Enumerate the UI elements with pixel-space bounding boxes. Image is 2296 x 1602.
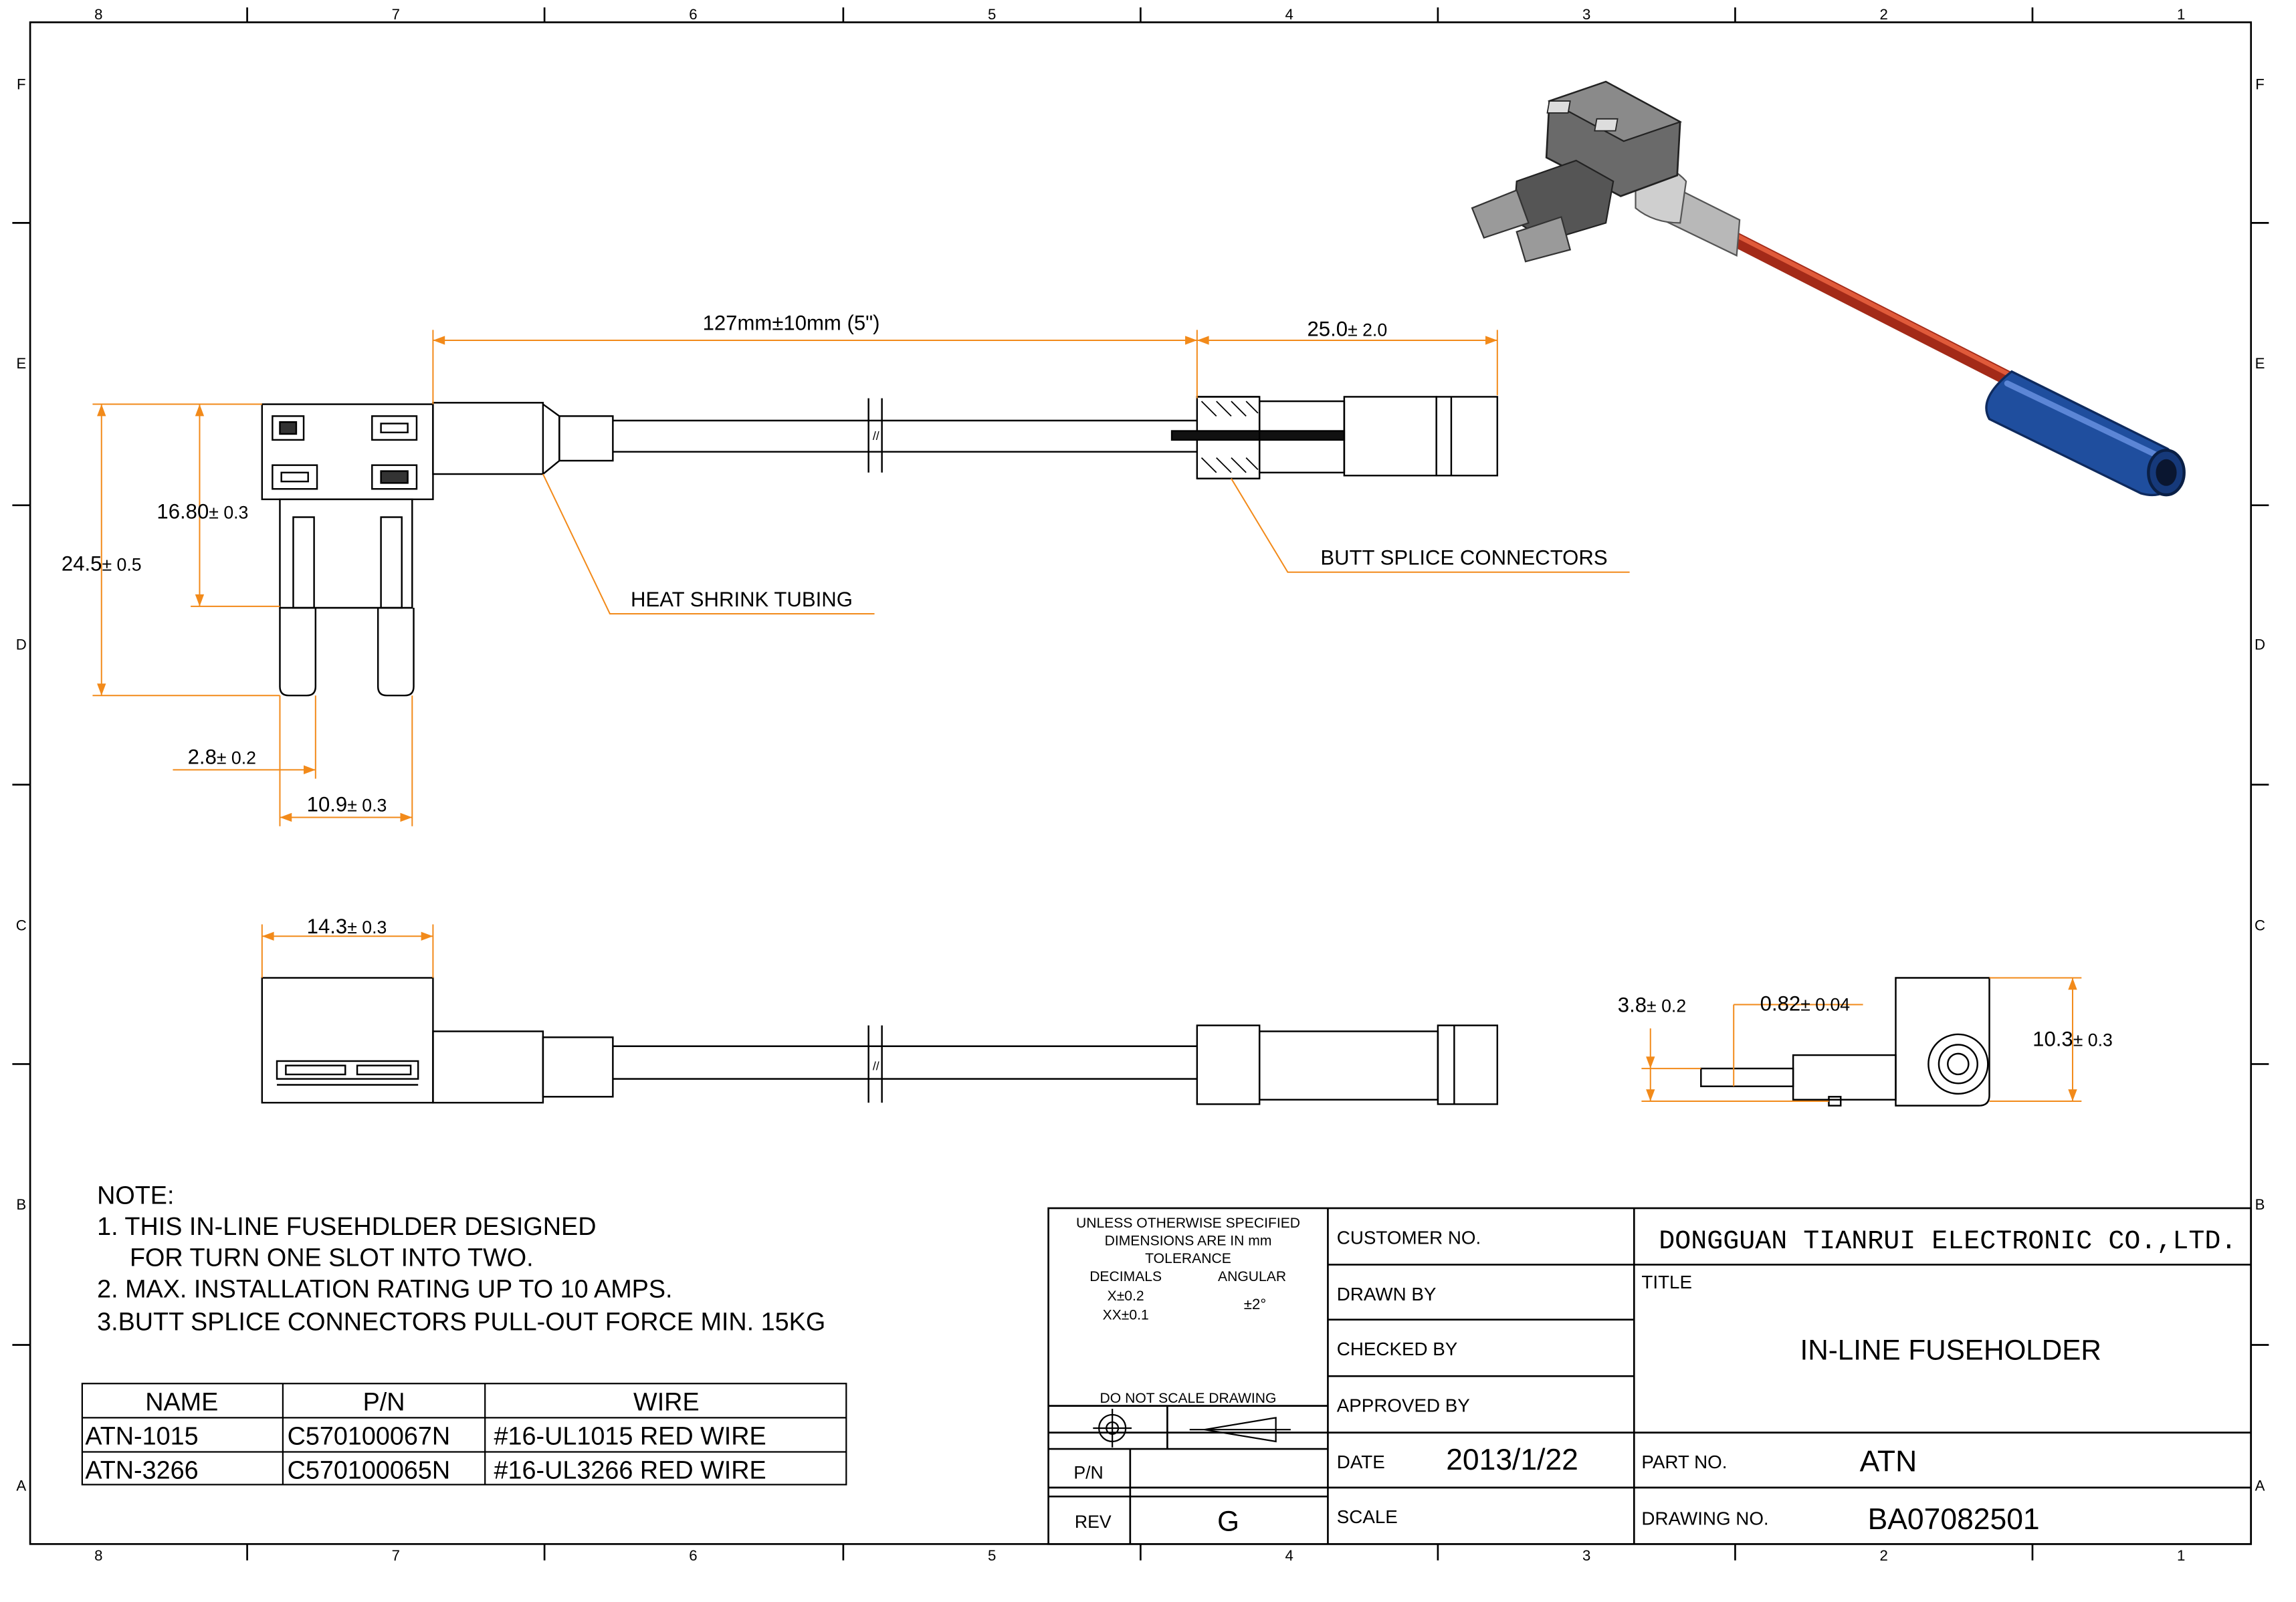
bottom-view: // <box>261 977 1499 1105</box>
approved-label: APPROVED BY <box>1337 1395 1470 1416</box>
col-label-top-6: 6 <box>689 6 697 23</box>
angular-label: ANGULAR <box>1218 1269 1286 1284</box>
note-line-2: FOR TURN ONE SLOT INTO TWO. <box>130 1244 534 1272</box>
parts-row-1-pn: C570100067N <box>288 1422 451 1450</box>
dim-body-height: 16.80± 0.3 <box>156 500 248 524</box>
row-label-left-C: C <box>16 917 27 933</box>
row-label-left-F: F <box>17 76 26 92</box>
col-label-bottom-5: 5 <box>988 1547 996 1564</box>
dim-side-b: 0.82± 0.04 <box>1760 992 1851 1015</box>
checked-label: CHECKED BY <box>1337 1339 1458 1359</box>
note-line-3: 2. MAX. INSTALLATION RATING UP TO 10 AMP… <box>97 1275 672 1303</box>
col-label-bottom-8: 8 <box>94 1547 102 1564</box>
svg-text://: // <box>873 429 879 443</box>
col-label-bottom-4: 4 <box>1285 1547 1293 1564</box>
row-label-right-A: A <box>2255 1477 2265 1494</box>
notes-heading: NOTE: <box>97 1181 174 1210</box>
col-label-top-1: 1 <box>2177 6 2185 23</box>
rev-label: REV <box>1075 1512 1112 1532</box>
col-label-bottom-3: 3 <box>1582 1547 1590 1564</box>
callout-heat-shrink: HEAT SHRINK TUBING <box>631 588 853 611</box>
drawn-label: DRAWN BY <box>1337 1284 1437 1304</box>
decimals-x: X±0.2 <box>1108 1288 1144 1304</box>
dim-side-a: 3.8± 0.2 <box>1618 994 1686 1017</box>
col-label-bottom-6: 6 <box>689 1547 697 1564</box>
col-label-top-3: 3 <box>1582 6 1590 23</box>
dim-total-height: 24.5± 0.5 <box>62 552 142 575</box>
tol-line-2: DIMENSIONS ARE IN mm <box>1105 1234 1272 1249</box>
tol-line-1: UNLESS OTHERWISE SPECIFIED <box>1076 1216 1300 1231</box>
rev-value: G <box>1217 1505 1239 1536</box>
date-value: 2013/1/22 <box>1446 1444 1578 1476</box>
tol-line-3: TOLERANCE <box>1145 1251 1231 1266</box>
dim-body-width: 14.3± 0.3 <box>307 915 387 938</box>
parts-table: NAME P/N WIRE ATN-1015 C570100067N #16-U… <box>81 1383 847 1486</box>
border-labels: 8 7 6 5 4 3 2 1 8 7 6 5 4 3 2 1 F E D C … <box>16 6 2265 1564</box>
dim-length: 127mm±10mm (5") <box>703 311 880 334</box>
callouts: HEAT SHRINK TUBING BUTT SPLICE CONNECTOR… <box>631 546 1608 611</box>
parts-row-2-wire: #16-UL3266 RED WIRE <box>494 1457 766 1485</box>
dimension-lines <box>92 330 2082 1102</box>
row-label-right-F: F <box>2255 76 2265 92</box>
decimals-xx: XX±0.1 <box>1103 1308 1149 1323</box>
title-value: IN-LINE FUSEHOLDER <box>1800 1335 2101 1366</box>
notes: NOTE: 1. THIS IN-LINE FUSEHDLDER DESIGNE… <box>97 1181 825 1336</box>
col-label-top-8: 8 <box>94 6 102 23</box>
col-label-bottom-2: 2 <box>1880 1547 1888 1564</box>
note-line-1: 1. THIS IN-LINE FUSEHDLDER DESIGNED <box>97 1213 596 1241</box>
col-label-top-7: 7 <box>392 6 400 23</box>
svg-text://: // <box>873 1059 879 1072</box>
callout-butt-splice: BUTT SPLICE CONNECTORS <box>1320 546 1607 570</box>
row-label-right-E: E <box>2255 355 2265 372</box>
parts-header-wire: WIRE <box>633 1388 700 1416</box>
do-not-scale: DO NOT SCALE DRAWING <box>1100 1391 1277 1406</box>
part-value: ATN <box>1860 1445 1917 1478</box>
scale-label: SCALE <box>1337 1506 1398 1527</box>
dim-blade-span: 10.9± 0.3 <box>307 793 387 816</box>
title-block: UNLESS OTHERWISE SPECIFIED DIMENSIONS AR… <box>1047 1207 2253 1545</box>
dim-side-height: 10.3± 0.3 <box>2032 1028 2113 1051</box>
row-label-right-D: D <box>2255 636 2265 653</box>
col-label-top-2: 2 <box>1880 6 1888 23</box>
parts-header-name: NAME <box>145 1388 218 1416</box>
row-label-left-B: B <box>16 1196 26 1213</box>
dim-splice: 25.0± 2.0 <box>1308 317 1388 340</box>
parts-row-1-name: ATN-1015 <box>85 1422 198 1450</box>
date-label: DATE <box>1337 1452 1385 1472</box>
drawing-value: BA07082501 <box>1868 1503 2040 1536</box>
decimals-label: DECIMALS <box>1089 1269 1162 1284</box>
dimension-texts: 127mm±10mm (5") 25.0± 2.0 16.80± 0.3 24.… <box>62 311 2113 1050</box>
col-label-bottom-1: 1 <box>2177 1547 2185 1564</box>
row-label-right-C: C <box>2255 917 2265 933</box>
front-view: // <box>261 396 1499 697</box>
parts-row-2-pn: C570100065N <box>288 1457 451 1485</box>
row-label-right-B: B <box>2255 1196 2265 1213</box>
row-label-left-A: A <box>16 1477 26 1494</box>
row-label-left-D: D <box>16 636 27 653</box>
parts-row-1-wire: #16-UL1015 RED WIRE <box>494 1422 766 1450</box>
drawing-label: DRAWING NO. <box>1641 1508 1768 1528</box>
angular-value: ±2° <box>1244 1296 1266 1312</box>
parts-header-pn: P/N <box>363 1388 405 1416</box>
wire <box>1724 230 2037 397</box>
dimension-arrows <box>97 336 2077 1101</box>
projection-symbol-icon <box>1093 1409 1291 1448</box>
note-line-4: 3.BUTT SPLICE CONNECTORS PULL-OUT FORCE … <box>97 1308 825 1336</box>
row-label-left-E: E <box>16 355 26 372</box>
col-label-bottom-7: 7 <box>392 1547 400 1564</box>
customer-label: CUSTOMER NO. <box>1337 1227 1481 1248</box>
part-label: PART NO. <box>1641 1452 1727 1472</box>
col-label-top-5: 5 <box>988 6 996 23</box>
iso-view <box>1471 80 2186 497</box>
pn-label: P/N <box>1073 1463 1103 1483</box>
dim-blade-width: 2.8± 0.2 <box>188 745 256 768</box>
parts-row-2-name: ATN-3266 <box>85 1457 198 1485</box>
company-name: DONGGUAN TIANRUI ELECTRONIC CO.,LTD. <box>1659 1227 2236 1257</box>
title-label: TITLE <box>1641 1272 1692 1292</box>
col-label-top-4: 4 <box>1285 6 1293 23</box>
